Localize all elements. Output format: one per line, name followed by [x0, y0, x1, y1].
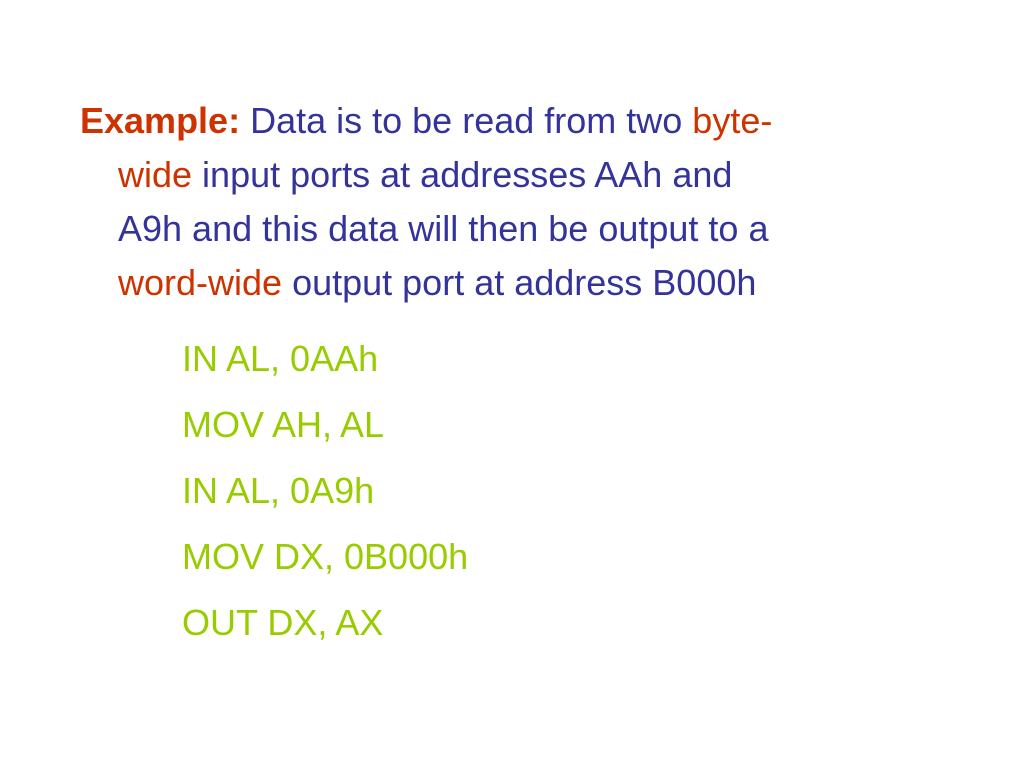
example-text-segment: output port at address B000h: [282, 262, 757, 303]
code-line: IN AL, 0AAh: [182, 338, 379, 379]
example-text-segment: Data is to be read from two: [250, 100, 693, 141]
example-line-2: wide input ports at addresses AAh and: [80, 148, 960, 202]
highlighted-term: word-wide: [118, 262, 283, 303]
example-paragraph: Example: Data is to be read from two byt…: [80, 94, 960, 310]
code-line: MOV DX, 0B000h: [182, 536, 469, 577]
highlighted-term: wide: [118, 154, 193, 195]
example-line-1: Example: Data is to be read from two byt…: [80, 94, 960, 148]
code-line: MOV AH, AL: [182, 404, 385, 445]
example-label: Example:: [80, 100, 241, 141]
highlighted-term: byte-: [692, 100, 773, 141]
assembly-code-list: IN AL, 0AAh MOV AH, AL IN AL, 0A9h MOV D…: [182, 326, 468, 656]
code-line: OUT DX, AX: [182, 602, 384, 643]
example-line-4: word-wide output port at address B000h: [80, 256, 960, 310]
example-text-segment: A9h and this data will then be output to…: [118, 208, 769, 249]
example-line-3: A9h and this data will then be output to…: [80, 202, 960, 256]
example-text-segment: input ports at addresses AAh and: [192, 154, 733, 195]
code-line: IN AL, 0A9h: [182, 470, 375, 511]
